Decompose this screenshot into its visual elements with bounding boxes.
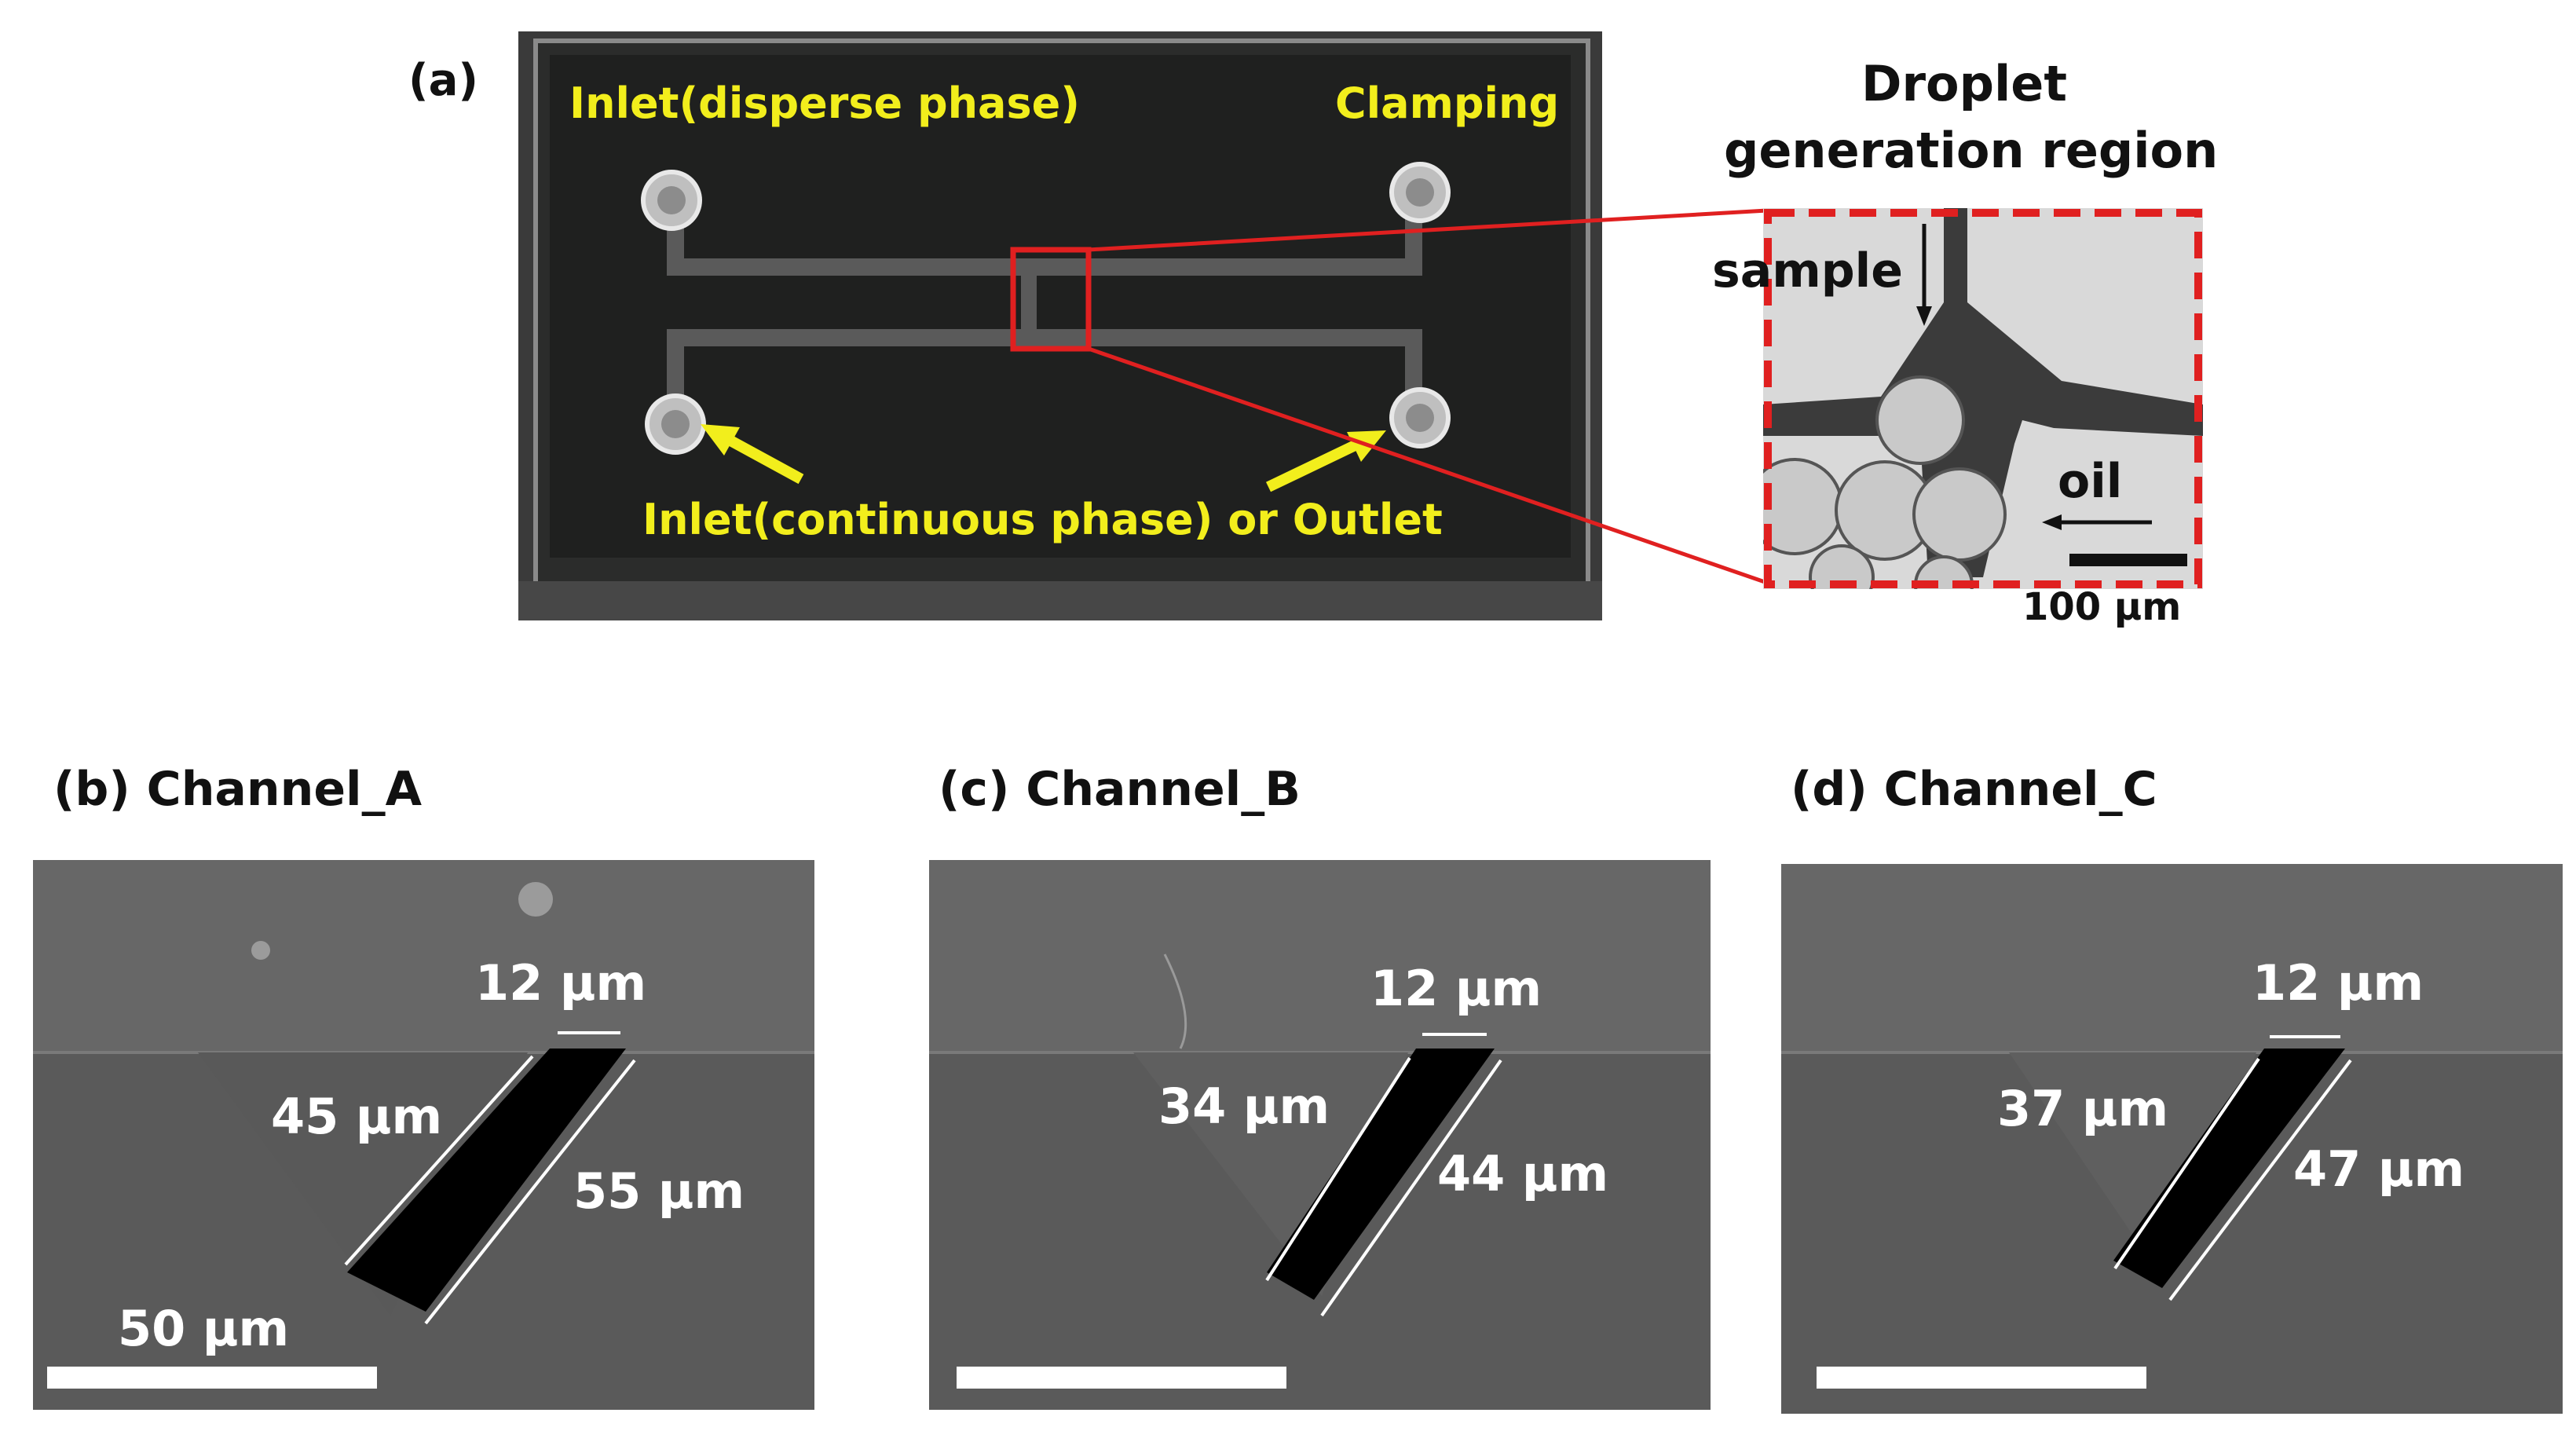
inset-scale-bar-label: 100 μm	[2022, 585, 2182, 629]
channel-a-scale-bar-label: 50 μm	[118, 1300, 290, 1357]
sem-image-channel-c	[1781, 864, 2563, 1414]
channel-c-right-depth: 47 μm	[2293, 1140, 2465, 1198]
panel-a-label: (a)	[408, 55, 478, 106]
zoom-lines	[1088, 208, 1768, 585]
panel-b-label: (b) Channel_A	[53, 762, 423, 817]
channel-b-right-depth: 44 μm	[1437, 1145, 1609, 1202]
panel-c-label: (c) Channel_B	[939, 762, 1301, 817]
channel-a-left-depth: 45 μm	[271, 1088, 443, 1145]
chip-photo	[518, 31, 1602, 620]
sem-image-channel-a	[33, 860, 814, 1410]
sample-label: sample	[1712, 243, 1903, 298]
channel-c-top-width: 12 μm	[2252, 954, 2424, 1012]
channel-a-right-depth: 55 μm	[573, 1162, 745, 1220]
channel-b-top-width: 12 μm	[1370, 960, 1542, 1017]
panel-d-label: (d) Channel_C	[1791, 762, 2157, 817]
oil-label: oil	[2058, 454, 2123, 509]
inlet-continuous-outlet-label: Inlet(continuous phase) or Outlet	[642, 495, 1443, 544]
inset-title-line2: generation region	[1724, 122, 2219, 179]
inset-title-line1: Droplet	[1861, 55, 2067, 112]
clamping-label: Clamping	[1335, 79, 1560, 128]
channel-b-left-depth: 34 μm	[1158, 1078, 1330, 1135]
inlet-disperse-label: Inlet(disperse phase)	[569, 79, 1080, 128]
channel-a-top-width: 12 μm	[475, 954, 647, 1012]
sem-image-channel-b	[929, 860, 1711, 1410]
droplet-inset-image	[1763, 208, 2203, 589]
channel-c-left-depth: 37 μm	[1997, 1080, 2169, 1137]
